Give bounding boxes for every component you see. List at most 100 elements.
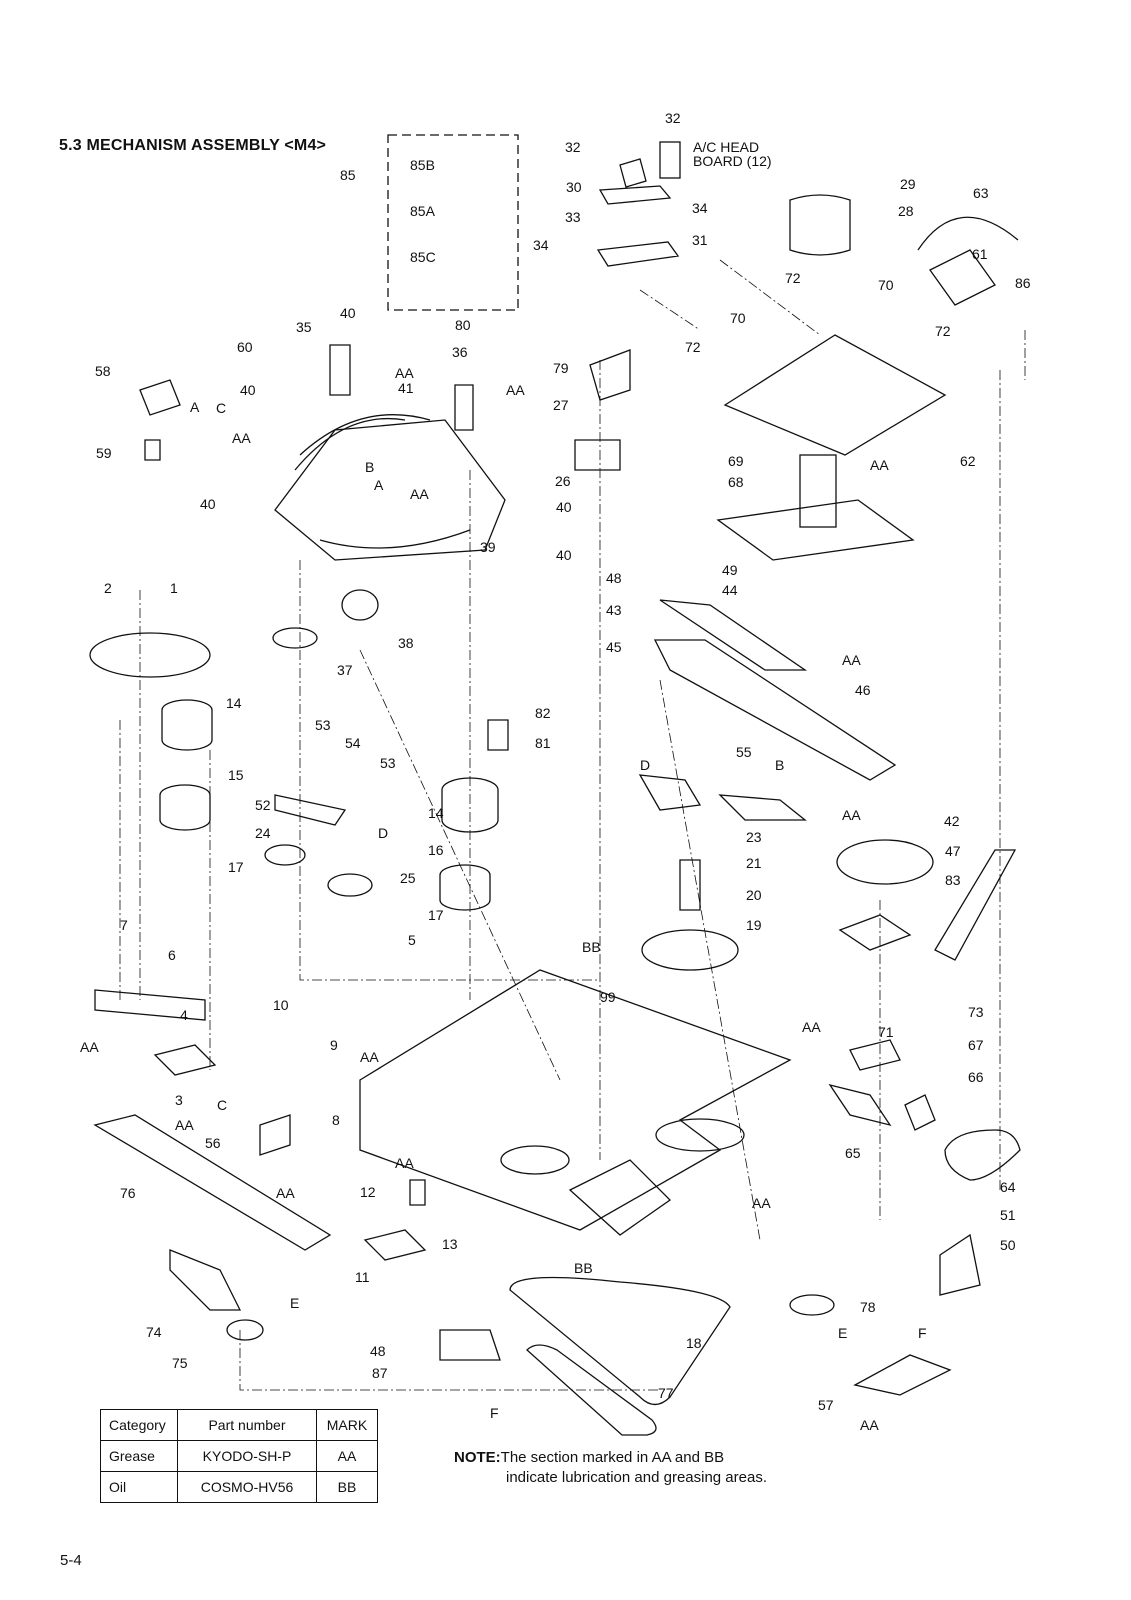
svg-text:59: 59 <box>96 445 112 461</box>
svg-text:62: 62 <box>960 453 976 469</box>
svg-text:11: 11 <box>355 1269 370 1285</box>
svg-text:43: 43 <box>606 602 622 618</box>
svg-text:AA: AA <box>870 457 889 473</box>
svg-text:E: E <box>838 1325 847 1341</box>
legend-cell: BB <box>316 1471 378 1503</box>
svg-text:AA: AA <box>506 382 525 398</box>
svg-text:57: 57 <box>818 1397 834 1413</box>
svg-text:53: 53 <box>315 717 331 733</box>
svg-text:18: 18 <box>686 1335 702 1351</box>
svg-text:83: 83 <box>945 872 961 888</box>
svg-text:50: 50 <box>1000 1237 1016 1253</box>
svg-text:AA: AA <box>752 1195 771 1211</box>
svg-text:52: 52 <box>255 797 271 813</box>
svg-text:69: 69 <box>728 453 744 469</box>
svg-text:65: 65 <box>845 1145 861 1161</box>
svg-text:14: 14 <box>226 695 242 711</box>
svg-text:64: 64 <box>1000 1179 1016 1195</box>
svg-text:AA: AA <box>395 1155 414 1171</box>
svg-text:30: 30 <box>566 179 582 195</box>
svg-text:AA: AA <box>360 1049 379 1065</box>
svg-text:B: B <box>775 757 784 773</box>
svg-text:36: 36 <box>452 344 468 360</box>
svg-text:27: 27 <box>553 397 569 413</box>
table-row: Oil COSMO-HV56 BB <box>100 1471 378 1503</box>
svg-text:21: 21 <box>746 855 762 871</box>
svg-text:51: 51 <box>1000 1207 1016 1223</box>
svg-text:63: 63 <box>973 185 989 201</box>
svg-text:66: 66 <box>968 1069 984 1085</box>
svg-text:48: 48 <box>370 1343 386 1359</box>
svg-text:17: 17 <box>428 907 444 923</box>
svg-text:3: 3 <box>175 1092 183 1108</box>
lubrication-legend-table: Category Part number MARK Grease KYODO-S… <box>100 1409 378 1503</box>
svg-text:14: 14 <box>428 805 444 821</box>
svg-text:AA: AA <box>80 1039 99 1055</box>
svg-text:42: 42 <box>944 813 960 829</box>
svg-text:49: 49 <box>722 562 738 578</box>
svg-text:87: 87 <box>372 1365 388 1381</box>
svg-text:71: 71 <box>878 1024 894 1040</box>
svg-text:AA: AA <box>175 1117 194 1133</box>
page-number: 5-4 <box>60 1552 82 1569</box>
svg-text:81: 81 <box>535 735 551 751</box>
svg-text:AA: AA <box>842 652 861 668</box>
svg-text:85B: 85B <box>410 157 435 173</box>
note-line-1: The section marked in AA and BB <box>500 1449 725 1466</box>
svg-text:D: D <box>640 757 650 773</box>
svg-text:85: 85 <box>340 167 356 183</box>
svg-text:72: 72 <box>935 323 951 339</box>
svg-text:B: B <box>365 459 374 475</box>
svg-text:48: 48 <box>606 570 622 586</box>
svg-text:44: 44 <box>722 582 738 598</box>
svg-text:41: 41 <box>398 380 414 396</box>
svg-text:55: 55 <box>736 744 752 760</box>
note-line-2: indicate lubrication and greasing areas. <box>506 1469 767 1486</box>
svg-text:A: A <box>190 399 200 415</box>
svg-text:78: 78 <box>860 1299 876 1315</box>
svg-text:F: F <box>918 1325 927 1341</box>
svg-text:61: 61 <box>972 246 988 262</box>
svg-text:74: 74 <box>146 1324 162 1340</box>
svg-text:40: 40 <box>340 305 356 321</box>
legend-header-mark: MARK <box>316 1409 378 1441</box>
svg-text:17: 17 <box>228 859 244 875</box>
svg-text:BB: BB <box>574 1260 593 1276</box>
svg-text:8: 8 <box>332 1112 340 1128</box>
svg-text:72: 72 <box>785 270 801 286</box>
svg-text:38: 38 <box>398 635 414 651</box>
table-row: Grease KYODO-SH-P AA <box>100 1440 378 1472</box>
svg-text:82: 82 <box>535 705 551 721</box>
svg-text:A: A <box>374 477 384 493</box>
svg-text:60: 60 <box>237 339 253 355</box>
svg-text:E: E <box>290 1295 299 1311</box>
svg-text:1: 1 <box>170 580 178 596</box>
svg-text:29: 29 <box>900 176 916 192</box>
svg-text:19: 19 <box>746 917 762 933</box>
svg-text:16: 16 <box>428 842 444 858</box>
svg-text:45: 45 <box>606 639 622 655</box>
note-label: NOTE: <box>454 1449 501 1466</box>
svg-text:20: 20 <box>746 887 762 903</box>
svg-text:46: 46 <box>855 682 871 698</box>
svg-text:40: 40 <box>556 499 572 515</box>
svg-text:53: 53 <box>380 755 396 771</box>
svg-text:68: 68 <box>728 474 744 490</box>
svg-text:40: 40 <box>556 547 572 563</box>
svg-text:77: 77 <box>658 1385 674 1401</box>
svg-text:C: C <box>216 400 226 416</box>
svg-text:13: 13 <box>442 1236 458 1252</box>
svg-text:75: 75 <box>172 1355 188 1371</box>
svg-text:34: 34 <box>533 237 549 253</box>
legend-cell: KYODO-SH-P <box>177 1440 317 1472</box>
legend-cell: AA <box>316 1440 378 1472</box>
legend-header-part-number: Part number <box>177 1409 317 1441</box>
svg-text:12: 12 <box>360 1184 376 1200</box>
svg-text:AA: AA <box>232 430 251 446</box>
svg-text:47: 47 <box>945 843 961 859</box>
svg-text:70: 70 <box>730 310 746 326</box>
legend-cell: Oil <box>100 1471 178 1503</box>
svg-text:39: 39 <box>480 539 496 555</box>
